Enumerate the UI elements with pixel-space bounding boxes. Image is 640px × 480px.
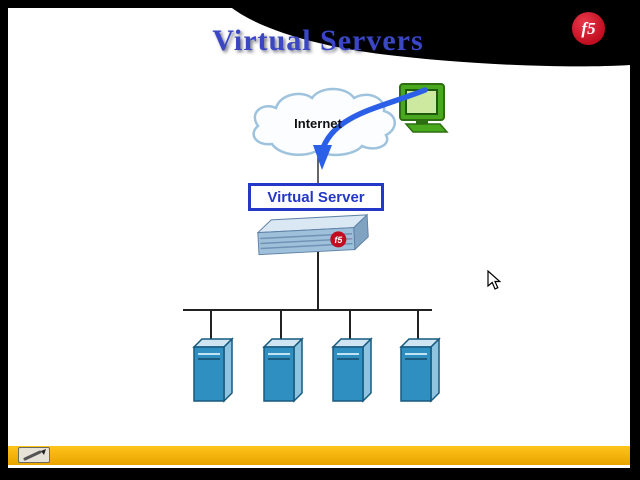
server-icon	[332, 338, 372, 402]
pen-tool-button[interactable]	[18, 447, 50, 463]
mouse-cursor	[487, 269, 502, 296]
slide-swoosh-decoration	[232, 8, 630, 67]
svg-text:f5: f5	[334, 235, 344, 245]
slide[interactable]: Virtual Servers f5	[8, 8, 630, 468]
server-icon	[263, 338, 303, 402]
f5-logo: f5	[572, 12, 605, 45]
network-diagram: f5	[183, 83, 449, 402]
internet-cloud-icon	[252, 87, 396, 157]
slide-title: Virtual Servers	[212, 24, 424, 57]
virtual-server-label: Virtual Server	[267, 188, 365, 206]
server-icon	[193, 338, 233, 402]
bigip-appliance-icon: f5	[256, 213, 369, 256]
virtual-server-box: Virtual Server	[248, 183, 384, 211]
f5-ball-icon: f5	[330, 231, 347, 248]
bottom-accent-bar	[8, 446, 630, 465]
traffic-arrow-icon	[313, 87, 428, 170]
f5-logo-text: f5	[581, 18, 596, 38]
server-icon	[400, 338, 440, 402]
internet-label: Internet	[294, 116, 342, 131]
pencil-icon	[23, 449, 46, 461]
